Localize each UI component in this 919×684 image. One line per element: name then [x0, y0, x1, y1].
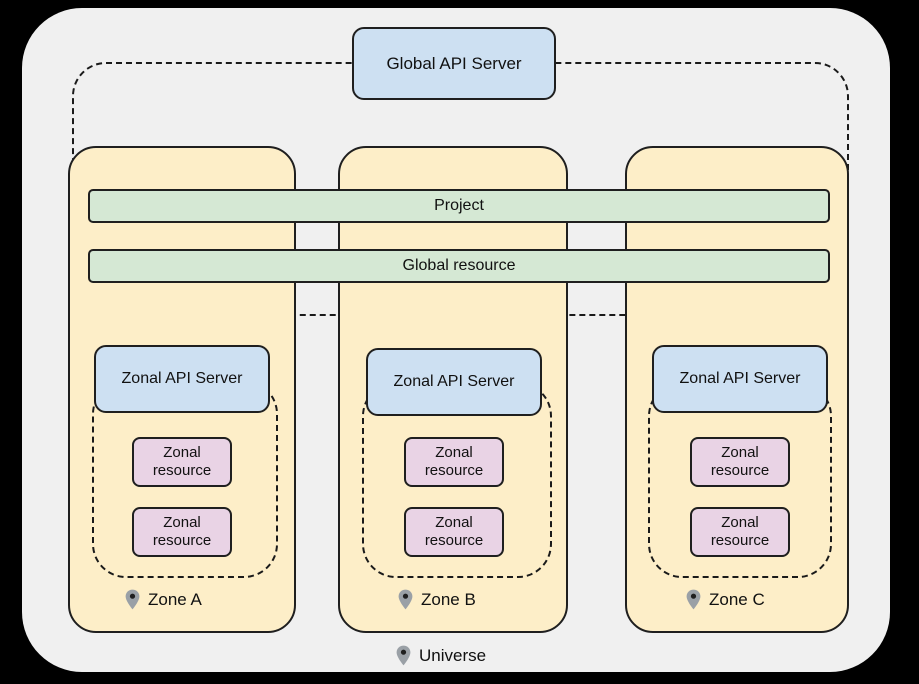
resource-line-1: Zonal — [163, 444, 201, 461]
universe-label-text: Universe — [419, 645, 487, 665]
zone-label-zone-a: Zone A — [125, 589, 202, 610]
resource-line-1: Zonal — [163, 514, 201, 531]
location-pin-icon — [686, 589, 701, 610]
zonal-resource-zone-c-2[interactable]: Zonal resource — [690, 507, 790, 557]
location-pin-icon — [398, 589, 413, 610]
resource-line-1: Zonal — [435, 444, 473, 461]
resource-line-2: resource — [710, 532, 770, 549]
resource-line-2: resource — [424, 532, 484, 549]
zonal-resource-zone-b-1[interactable]: Zonal resource — [404, 437, 504, 487]
global-bar-global-resource[interactable]: Global resource — [88, 249, 830, 283]
resource-line-1: Zonal — [435, 514, 473, 531]
zone-label-zone-b: Zone B — [398, 589, 476, 610]
resource-line-1: Zonal — [721, 514, 759, 531]
resource-line-2: resource — [710, 462, 770, 479]
zonal-resource-zone-b-2[interactable]: Zonal resource — [404, 507, 504, 557]
location-pin-icon — [125, 589, 140, 610]
location-pin-icon — [396, 645, 411, 666]
universe-label: Universe — [396, 645, 486, 666]
global-api-server-box[interactable]: Global API Server — [352, 27, 556, 100]
resource-line-2: resource — [152, 462, 212, 479]
zone-label-text: Zone C — [709, 589, 765, 609]
zonal-api-server-zone-c[interactable]: Zonal API Server — [652, 345, 828, 413]
zonal-resource-zone-a-1[interactable]: Zonal resource — [132, 437, 232, 487]
zone-label-text: Zone B — [421, 589, 476, 609]
zonal-resource-zone-c-1[interactable]: Zonal resource — [690, 437, 790, 487]
zone-label-text: Zone A — [148, 589, 202, 609]
global-bar-project[interactable]: Project — [88, 189, 830, 223]
zone-label-zone-c: Zone C — [686, 589, 765, 610]
zonal-api-server-zone-a[interactable]: Zonal API Server — [94, 345, 270, 413]
zonal-resource-zone-a-2[interactable]: Zonal resource — [132, 507, 232, 557]
resource-line-1: Zonal — [721, 444, 759, 461]
resource-line-2: resource — [152, 532, 212, 549]
zonal-api-server-zone-b[interactable]: Zonal API Server — [366, 348, 542, 416]
resource-line-2: resource — [424, 462, 484, 479]
